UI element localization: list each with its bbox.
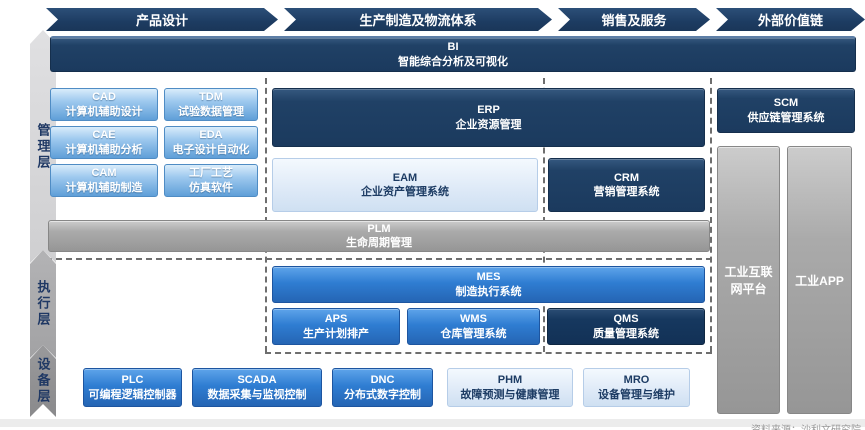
dashed-divider-management-execution [46,258,712,260]
crm-abbr: CRM [613,171,640,184]
dashed-divider-execution-device [265,352,712,354]
plm-name: 生命周期管理 [346,237,412,249]
qms-name: 质量管理系统 [593,327,659,340]
dashed-divider-vertical-1 [265,78,267,352]
scm-name: 供应链管理系统 [747,111,825,124]
stage-external-value-chain: 外部价值链 [716,8,865,31]
eam-name: 企业资产管理系统 [361,186,449,198]
eda-name: 电子设计自动化 [172,143,250,156]
qms-abbr: QMS [613,313,639,326]
factory-simulation-abbr: 工厂工艺 [189,167,233,180]
stage-label: 生产制造及物流体系 [359,13,477,28]
plc-name: 可编程逻辑控制器 [88,388,177,401]
tdm-name: 试验数据管理 [178,105,244,118]
phm-name: 故障预测与健康管理 [460,388,560,401]
dnc-abbr: DNC [370,374,395,387]
cae-abbr: CAE [92,129,116,142]
stage-label: 销售及服务 [601,13,667,28]
plm-abbr: PLM [367,222,391,235]
bi-box: BI 智能综合分析及可视化 [50,36,856,72]
aps-abbr: APS [324,313,348,326]
scada-abbr: SCADA [237,374,277,387]
stage-label: 外部价值链 [757,13,823,28]
dnc-name: 分布式数字控制 [344,388,421,401]
dashed-divider-vertical-2 [543,78,545,352]
cad-name: 计算机辅助设计 [65,105,143,118]
erp-abbr: ERP [477,104,500,117]
crm-box: CRM 营销管理系统 [548,158,705,212]
tdm-abbr: TDM [199,91,223,104]
mro-name: 设备管理与维护 [598,388,675,401]
stage-manufacturing-logistics: 生产制造及物流体系 [284,8,552,31]
footer-divider-band [0,419,865,427]
factory-simulation-name: 仿真软件 [189,181,233,194]
erp-name: 企业资源管理 [455,118,522,131]
mes-abbr: MES [476,271,501,284]
phm-abbr: PHM [497,374,523,387]
crm-name: 营销管理系统 [593,186,660,198]
scm-abbr: SCM [773,97,799,110]
layer-device: 设备层 [30,345,56,417]
industrial-internet-platform-label: 工业互联 网平台 [724,265,773,296]
cam-name: 计算机辅助制造 [65,181,143,194]
layer-execution: 执行层 [30,250,56,358]
dashed-divider-vertical-3 [710,78,712,352]
layer-label: 设备层 [35,357,51,405]
stage-sales-service: 销售及服务 [558,8,710,31]
cae-name: 计算机辅助分析 [65,143,143,156]
mes-name: 制造执行系统 [455,285,522,298]
industrial-internet-platform-column: 工业互联 网平台 [717,146,780,414]
aps-name: 生产计划排产 [303,327,369,340]
eam-abbr: EAM [392,171,418,184]
cam-abbr: CAM [91,167,117,180]
plm-box: PLM 生命周期管理 [48,220,710,252]
scada-name: 数据采集与监视控制 [207,388,307,401]
source-note: 资料来源：沙利文研究院 [751,421,861,430]
industrial-app-label: 工业APP [795,273,844,288]
bi-name: 智能综合分析及可视化 [398,55,508,68]
industrial-app-column: 工业APP [787,146,852,414]
bi-abbr: BI [447,41,459,54]
cad-abbr: CAD [92,91,116,104]
layer-label: 执行层 [35,280,51,328]
plc-abbr: PLC [121,374,144,387]
mro-abbr: MRO [623,374,650,387]
wms-abbr: WMS [460,313,487,326]
eda-abbr: EDA [199,129,223,142]
stage-label: 产品设计 [135,13,188,28]
wms-name: 仓库管理系统 [440,327,507,340]
layer-label: 管理层 [35,122,51,171]
stage-product-design: 产品设计 [46,8,278,31]
eam-box: EAM 企业资产管理系统 [272,158,538,212]
factory-simulation-box: 工厂工艺仿真软件 [164,164,258,197]
